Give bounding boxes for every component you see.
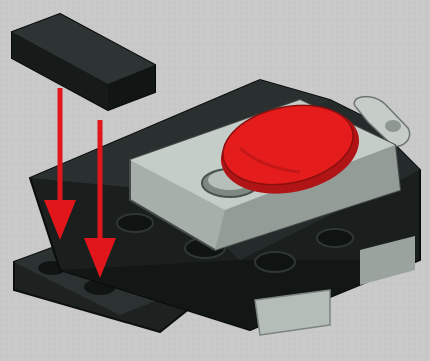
instruction-illustration [0,0,430,361]
instruction-scene [0,0,430,361]
